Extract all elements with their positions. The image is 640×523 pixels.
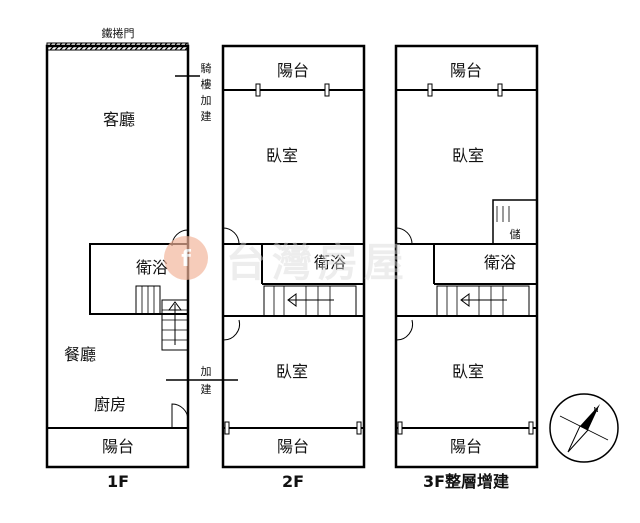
room-balcony-1f: 陽台 xyxy=(102,437,134,456)
room-bedroom-top-3f: 臥室 xyxy=(452,146,484,165)
floor-label-3f: 3F整層增建 xyxy=(423,472,509,491)
room-bath-3f: 衛浴 xyxy=(484,253,516,272)
addition-note-2: 建 xyxy=(201,382,212,396)
svg-text:f: f xyxy=(181,247,191,272)
iron-door-symbol xyxy=(46,42,189,51)
room-balcony-top-2f: 陽台 xyxy=(277,61,309,80)
arcade-note-2: 樓 xyxy=(201,77,212,91)
floor-label-2f: 2F xyxy=(282,472,304,491)
room-balcony-bottom-2f: 陽台 xyxy=(277,437,309,456)
watermark-text: 台灣房屋 xyxy=(226,240,410,286)
room-kitchen: 廚房 xyxy=(94,395,126,414)
room-bedroom-bottom-2f: 臥室 xyxy=(276,362,308,381)
room-living: 客廳 xyxy=(103,110,135,129)
addition-note-1: 加 xyxy=(201,365,212,378)
room-balcony-top-3f: 陽台 xyxy=(450,61,482,80)
floor-2f: 陽台 臥室 衛浴 臥室 陽台 2F xyxy=(221,44,366,491)
room-bedroom-bottom-3f: 臥室 xyxy=(452,362,484,381)
arcade-note-4: 建 xyxy=(201,109,212,123)
room-storage-3f: 儲 xyxy=(510,228,521,241)
watermark: f 台灣房屋 xyxy=(164,236,410,286)
floor-3f: 陽台 臥室 儲 衛浴 臥室 陽台 3F整層增建 xyxy=(394,44,539,491)
floor-label-1f: 1F xyxy=(107,472,129,491)
compass: N xyxy=(549,393,619,463)
iron-door-label: 鐵捲門 xyxy=(102,26,135,40)
watermark-logo-icon xyxy=(164,236,208,280)
room-balcony-bottom-3f: 陽台 xyxy=(450,437,482,456)
floor-1f: 鐵捲門 騎 樓 加 建 客廳 衛浴 餐廳 廚房 加 建 陽台 xyxy=(45,26,238,491)
compass-icon xyxy=(549,393,619,463)
room-bedroom-top-2f: 臥室 xyxy=(266,146,298,165)
room-bath-1f: 衛浴 xyxy=(136,258,168,277)
compass-north-label: N xyxy=(593,406,598,414)
room-dining: 餐廳 xyxy=(64,345,96,364)
arcade-note-3: 加 xyxy=(201,94,212,107)
arcade-note-1: 騎 xyxy=(201,62,212,75)
room-bath-2f: 衛浴 xyxy=(314,253,346,272)
